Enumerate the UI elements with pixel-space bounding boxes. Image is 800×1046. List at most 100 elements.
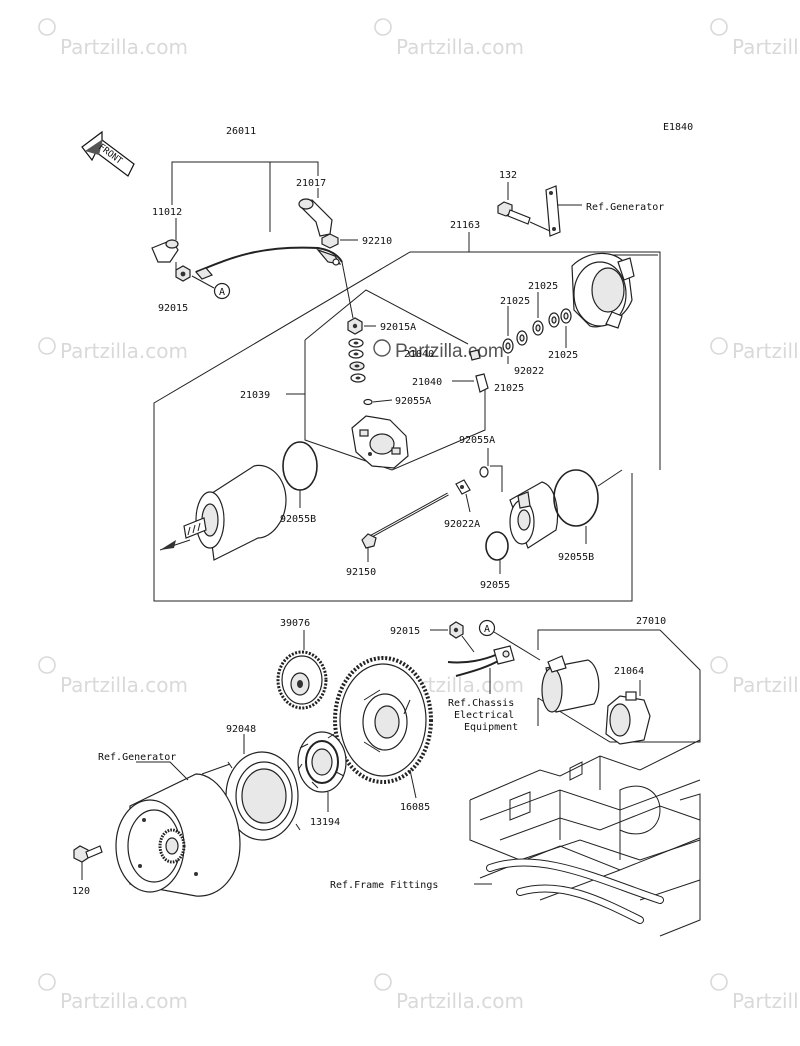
ref-chassis-line1: Ref.Chassis xyxy=(448,698,514,709)
part-92055a-b: 92055A xyxy=(459,435,495,446)
washer-92022a xyxy=(455,479,471,513)
svg-text:A: A xyxy=(484,624,490,635)
watermark: Partzilla.com xyxy=(710,337,800,363)
washer-stack xyxy=(347,317,393,406)
terminal-boot-11012 xyxy=(151,239,179,263)
ref-chassis-line3: Equipment xyxy=(464,722,518,733)
part-92048: 92048 xyxy=(226,724,256,735)
part-132: 132 xyxy=(499,170,517,181)
watermark: Partzilla.com xyxy=(374,18,524,59)
ref-generator-bottom: Ref.Generator xyxy=(98,752,176,763)
part-92055a-a: 92055A xyxy=(395,396,431,407)
callout-a-circle xyxy=(213,282,231,300)
part-21040-a: 21040 xyxy=(404,349,434,360)
part-16085: 16085 xyxy=(400,802,430,813)
part-21017: 21017 xyxy=(296,178,326,189)
part-92150: 92150 xyxy=(346,567,376,578)
part-92022a: 92022A xyxy=(444,519,480,530)
o-ring-92055a xyxy=(479,466,489,478)
part-27010: 27010 xyxy=(636,616,666,627)
callout-a-mid-circle xyxy=(478,619,496,637)
brush-holder-outline xyxy=(304,340,486,471)
starter-motor-body xyxy=(159,464,287,561)
svg-text:Partzilla.com: Partzilla.com xyxy=(396,989,524,1013)
starter-clutch-gear-16085 xyxy=(333,656,433,799)
watermark: Partzilla.com xyxy=(38,656,188,697)
watermark: Partzilla.com xyxy=(38,18,188,59)
watermark: Partzilla.com xyxy=(710,656,800,697)
nut-92015-mid xyxy=(430,621,475,653)
svg-text:Partzilla.com: Partzilla.com xyxy=(732,339,800,363)
svg-text:A: A xyxy=(219,287,225,298)
part-92210: 92210 xyxy=(362,236,392,247)
part-92055: 92055 xyxy=(480,580,510,591)
o-ring-92055b-left xyxy=(282,441,318,491)
front-arrow-icon: FRONT xyxy=(81,130,135,177)
bolt-132 xyxy=(497,182,553,233)
generator-housing-top xyxy=(571,252,635,329)
watermark: Partzilla.com xyxy=(38,337,188,363)
part-11012: 11012 xyxy=(152,207,182,218)
brush-21040 xyxy=(452,349,489,393)
svg-text:Partzilla.com: Partzilla.com xyxy=(60,339,188,363)
through-bolt-92150 xyxy=(361,492,449,562)
frame-fittings xyxy=(469,739,701,937)
svg-text:Partzilla.com: Partzilla.com xyxy=(732,989,800,1013)
relay-connector xyxy=(447,645,515,694)
brush-plate xyxy=(351,415,409,469)
part-92015-top: 92015 xyxy=(158,303,188,314)
plate-92048 xyxy=(201,734,303,841)
watermark: Partzilla.com xyxy=(710,18,800,59)
svg-text:Partzilla.com: Partzilla.com xyxy=(396,35,524,59)
end-cover xyxy=(490,465,559,549)
part-92015a: 92015A xyxy=(380,322,416,333)
part-92022: 92022 xyxy=(514,366,544,377)
part-21025-b: 21025 xyxy=(500,296,530,307)
part-120: 120 xyxy=(72,886,90,897)
nut-92210 xyxy=(321,233,358,249)
part-92055b-left: 92055B xyxy=(280,514,316,525)
part-21064: 21064 xyxy=(614,666,644,677)
center-watermark: Partzilla.com xyxy=(373,339,504,362)
svg-text:Partzilla.com: Partzilla.com xyxy=(60,35,188,59)
o-ring-92055 xyxy=(485,531,509,561)
svg-text:Partzilla.com: Partzilla.com xyxy=(732,673,800,697)
svg-text:Partzilla.com: Partzilla.com xyxy=(60,989,188,1013)
part-26011: 26011 xyxy=(226,126,256,137)
part-92015-mid: 92015 xyxy=(390,626,420,637)
o-ring-92055b-right xyxy=(553,469,599,527)
relay-cover-21064 xyxy=(605,680,651,745)
part-92055b-right: 92055B xyxy=(558,552,594,563)
watermarks: Partzilla.com Partzilla.com Partzilla.co… xyxy=(38,18,800,1013)
part-39076: 39076 xyxy=(280,618,310,629)
generator-rotor xyxy=(115,761,241,897)
nut-92015-top xyxy=(175,265,191,282)
part-21039: 21039 xyxy=(240,390,270,401)
part-21025-c: 21025 xyxy=(548,350,578,361)
watermark: Partzilla.com xyxy=(38,973,188,1013)
watermark: Partzilla.com xyxy=(710,973,800,1013)
svg-text:Partzilla.com: Partzilla.com xyxy=(60,673,188,697)
part-21025-d: 21025 xyxy=(494,383,524,394)
idle-gear-39076 xyxy=(276,630,328,710)
one-way-clutch-13194 xyxy=(297,731,347,812)
svg-text:Partzilla.com: Partzilla.com xyxy=(732,35,800,59)
terminal-cap-21017 xyxy=(298,198,333,237)
diagram-code: E1840 xyxy=(663,122,693,133)
part-21025-a: 21025 xyxy=(528,281,558,292)
generator-bracket xyxy=(545,185,582,237)
part-13194: 13194 xyxy=(310,817,340,828)
washers-21025 xyxy=(502,292,572,364)
part-21040-b: 21040 xyxy=(412,377,442,388)
bolt-120 xyxy=(73,845,103,880)
ref-frame-fittings: Ref.Frame Fittings xyxy=(330,880,438,891)
watermark: Partzilla.com xyxy=(374,973,524,1013)
ref-generator-top: Ref.Generator xyxy=(586,202,664,213)
relay-bracket-27010 xyxy=(537,629,660,650)
wiring-group: A xyxy=(151,161,358,319)
ref-chassis-line2: Electrical xyxy=(454,710,514,721)
starter-relay xyxy=(541,655,600,713)
part-21163: 21163 xyxy=(450,220,480,231)
